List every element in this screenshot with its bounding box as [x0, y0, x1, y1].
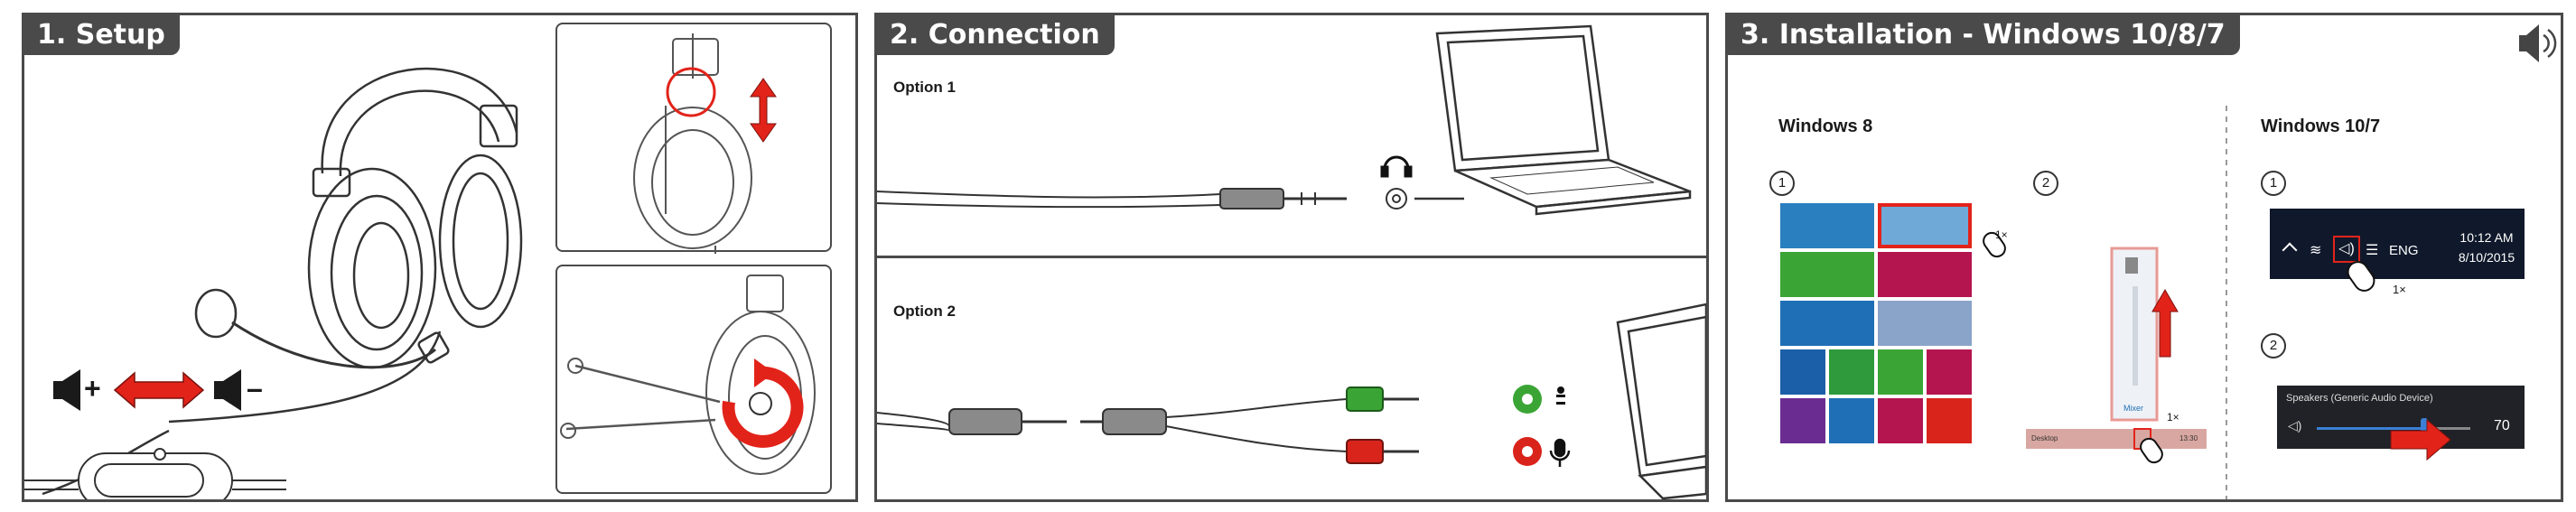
tile-travel	[1878, 301, 1972, 346]
win10-click: 1×	[2393, 283, 2406, 296]
volume-value: 70	[2494, 418, 2510, 434]
tile-weather	[1780, 301, 1874, 346]
chevron-up-icon[interactable]	[2282, 243, 2298, 258]
headphone-icon	[1382, 157, 1411, 176]
tile-music	[1927, 398, 1972, 443]
tile-ie	[1780, 349, 1825, 395]
volume-up-icon	[53, 369, 80, 411]
tray-volume-icon[interactable]: ◁)	[2333, 236, 2360, 263]
mixer-label[interactable]: Mixer	[2123, 404, 2143, 413]
win8-heading: Windows 8	[1778, 116, 1872, 137]
tile-desktop[interactable]	[1878, 203, 1972, 248]
win8-click2: 1×	[2167, 411, 2179, 424]
rotate-arrow-icon	[729, 358, 798, 442]
tile-photos	[1780, 203, 1874, 248]
speaker-icon	[2519, 24, 2555, 62]
tile-games	[1878, 349, 1923, 395]
tile-skydrive	[1829, 398, 1874, 443]
headphone-port-icon	[1513, 385, 1542, 414]
tray-date[interactable]: 8/10/2015	[2450, 250, 2523, 265]
win8-step2-number: 2	[2033, 171, 2058, 196]
size-adjust-detail	[555, 23, 832, 252]
tile-store	[1780, 252, 1874, 297]
volume-down-sign: –	[247, 372, 263, 405]
tile-camera	[1927, 349, 1972, 395]
volume-slider-thumb[interactable]	[2421, 418, 2428, 438]
win8-step1-number: 1	[1769, 171, 1795, 196]
connection-illustration	[877, 15, 1706, 499]
tile-video	[1878, 398, 1923, 443]
headphone-symbol-icon	[1556, 386, 1565, 405]
tile-news	[1878, 252, 1972, 297]
tray-lang[interactable]: ENG	[2389, 243, 2419, 258]
wifi-icon[interactable]: ≋	[2310, 241, 2321, 259]
win107-heading: Windows 10/7	[2261, 116, 2380, 137]
connection-panel: 2. Connection Option 1 Option 2	[874, 13, 1709, 502]
volume-slider-track[interactable]	[2317, 427, 2470, 430]
volume-icon: ◁)	[2288, 418, 2301, 433]
microphone-icon	[1551, 440, 1569, 467]
win10-system-tray: ≋ ◁) ☰ ENG 10:12 AM 8/10/2015	[2270, 209, 2525, 279]
tile-apps	[1780, 398, 1825, 443]
taskbar-time: 13:30	[2179, 434, 2198, 442]
installation-panel: 3. Installation - Windows 10/8/7 Windows…	[1725, 13, 2563, 502]
mic-rotation-detail	[555, 265, 832, 494]
notification-icon[interactable]: ☰	[2366, 241, 2378, 259]
vertical-arrow-icon	[751, 79, 776, 142]
tile-store-small	[1829, 349, 1874, 395]
volume-slider-fill	[2317, 427, 2424, 430]
win107-step1-number: 1	[2261, 171, 2286, 196]
mic-port-icon	[1513, 437, 1542, 466]
volume-up-sign: +	[84, 372, 101, 405]
win8-start-screen	[1780, 203, 1972, 452]
win10-volume-popup: Speakers (Generic Audio Device) ◁) 70	[2277, 386, 2525, 449]
red-jack	[1347, 440, 1383, 463]
laptop2-icon	[1618, 304, 1706, 498]
taskbar-desktop-label: Desktop	[2031, 434, 2058, 442]
tray-time[interactable]: 10:12 AM	[2450, 230, 2523, 245]
green-jack	[1347, 387, 1383, 411]
volume-down-icon	[214, 369, 241, 411]
setup-panel: 1. Setup	[22, 13, 858, 502]
win107-step2-number: 2	[2261, 333, 2286, 358]
double-arrow-icon	[115, 373, 203, 407]
laptop-icon	[1437, 26, 1690, 214]
device-label: Speakers (Generic Audio Device)	[2286, 393, 2433, 404]
win8-click1: 1×	[1995, 228, 2008, 241]
